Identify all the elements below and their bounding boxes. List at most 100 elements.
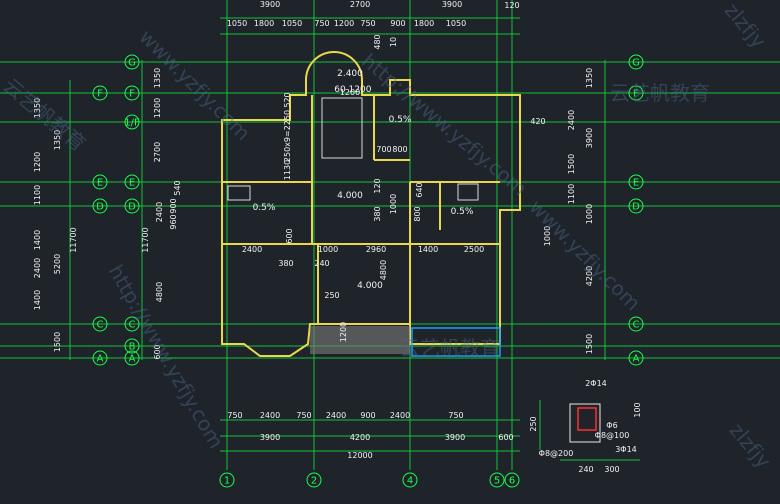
axis-right-0: G [632, 58, 640, 69]
axis-right-3-circle [628, 198, 644, 214]
detail-outline [569, 403, 601, 443]
axis-left-inner-7: A [129, 354, 136, 365]
right-dim-1: 2400 [567, 110, 576, 130]
axis-right-5: A [633, 354, 640, 365]
axis-bottom-5: 5 [494, 476, 500, 487]
top-small-1: 10 [389, 37, 398, 47]
terrace-hatch [310, 326, 410, 354]
axis-bottom-2: 2 [311, 476, 317, 487]
axis-bottom-1: 1 [224, 476, 230, 487]
axis-right-1: F [633, 89, 639, 100]
axis-right-4: C [633, 320, 640, 331]
left-inner-dim-3: 540 [173, 180, 182, 195]
watermark-brand-3: 云艺帆教育 [0, 73, 91, 156]
axis-left-outer-f: F [97, 89, 103, 100]
interior-dim-8: 250 [324, 291, 339, 300]
bottom-total: 12000 [347, 451, 372, 460]
interior-dim-16: 120 [373, 178, 382, 193]
right-dim-3: 1500 [567, 154, 576, 174]
bottom-dim2-2: 3900 [445, 433, 465, 442]
top-dim2-8: 1050 [446, 19, 466, 28]
axis-left-outer-f-circle [92, 85, 108, 101]
left-inner-dim-1: 1200 [153, 98, 162, 118]
axis-bottom-2-circle [306, 472, 322, 488]
axis-left-inner-1: F [129, 89, 135, 100]
bottom-dim-1: 2400 [260, 411, 280, 420]
interior-dim-15: 800 [392, 145, 407, 154]
top-dim2-7: 1800 [414, 19, 434, 28]
top-dim2-1: 1800 [254, 19, 274, 28]
plan-walls [221, 51, 521, 357]
interior-dim-6: 240 [314, 259, 329, 268]
axis-left-outer-c-circle [92, 316, 108, 332]
axis-left-inner-3: E [129, 178, 135, 189]
bottom-dim2-0: 3900 [260, 433, 280, 442]
interior-dim-7: 4800 [379, 260, 388, 280]
level-mark-1: 0.5% [389, 115, 412, 125]
axis-left-inner-2-circle [124, 114, 140, 130]
right-dim-7: 1500 [585, 334, 594, 354]
axis-left-inner-5: C [129, 320, 136, 331]
detail-text-3: Φ8@200 [539, 449, 574, 458]
axis-left-inner-1-circle [124, 85, 140, 101]
left-outer-dim-3: 1100 [33, 185, 42, 205]
interior-dim-5: 380 [278, 259, 293, 268]
level-mark-5: 4.000 [357, 281, 383, 291]
top-dim2-0: 1050 [227, 19, 247, 28]
interior-dim-4: 2500 [464, 245, 484, 254]
beam-detail [539, 400, 640, 461]
left-inner-dim-7: 4800 [155, 282, 164, 302]
interior-dim-18: 380 [373, 206, 382, 221]
left-inner-dim-4: 900 [169, 198, 178, 213]
left-outer-dim-2: 1350 [53, 130, 62, 150]
level-mark-2: 4.000 [337, 191, 363, 201]
bottom-dim-0: 750 [227, 411, 242, 420]
interior-dim-9: 1200 [339, 322, 348, 342]
watermark-brand-2: 云艺帆教育 [400, 336, 500, 360]
interior-dim-20: 640 [415, 182, 424, 197]
axis-left-inner-0-circle [124, 54, 140, 70]
interior-dim-1: 1000 [318, 245, 338, 254]
left-inner-dim-9: 600 [153, 344, 162, 359]
left-outer-dim-4: 1400 [33, 230, 42, 250]
balcony [411, 327, 501, 357]
interior-dim-19: 800 [413, 206, 422, 221]
axis-bottom-5-circle [489, 472, 505, 488]
right-dim-4: 1100 [567, 184, 576, 204]
top-small-3: 120 [504, 1, 519, 10]
axis-bottom-6: 6 [509, 476, 515, 487]
interior-dim-21: 420 [530, 117, 545, 126]
axis-left-outer-a-circle [92, 350, 108, 366]
top-dim-0: 3900 [260, 0, 280, 9]
bottom-dim2-1: 4200 [350, 433, 370, 442]
axis-right-3: D [632, 202, 640, 213]
axis-left-inner-3-circle [124, 174, 140, 190]
bottom-dim-6: 750 [448, 411, 463, 420]
right-dim-0: 1350 [585, 68, 594, 88]
top-small-0: 480 [373, 34, 382, 49]
right-dim-6: 4200 [585, 266, 594, 286]
axis-left-outer-d-circle [92, 198, 108, 214]
axis-right-1-circle [628, 85, 644, 101]
top-dim-2: 3900 [442, 0, 462, 9]
top-dim2-2: 1050 [282, 19, 302, 28]
axis-bottom-4: 4 [407, 476, 413, 487]
interior-dim-3: 1400 [418, 245, 438, 254]
interior-dim-17: 1000 [389, 194, 398, 214]
toilet-upper [457, 183, 479, 201]
detail-text-4: 3Φ14 [615, 445, 637, 454]
axis-left-inner-7-circle [124, 350, 140, 366]
left-outer-dim-9: 1500 [53, 332, 62, 352]
axis-bottom-6-circle [504, 472, 520, 488]
axis-left-outer-c: C [97, 320, 104, 331]
detail-text-8: 100 [633, 402, 642, 417]
watermark-brand-1: 云艺帆教育 [610, 81, 710, 105]
axis-left-inner-5-circle [124, 316, 140, 332]
axis-bottom-4-circle [402, 472, 418, 488]
top-dim2-4: 1200 [334, 19, 354, 28]
right-dim-2: 3900 [585, 128, 594, 148]
